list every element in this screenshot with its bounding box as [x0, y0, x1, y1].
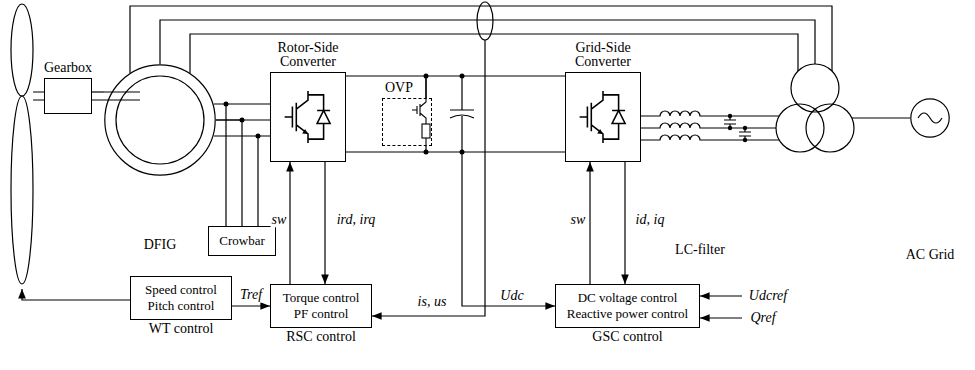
- signal-name: Udc: [499, 288, 524, 303]
- transformer-symbol: [776, 64, 910, 152]
- signal-name: is, us: [417, 294, 448, 309]
- signal-name: Udcref: [748, 288, 788, 303]
- dc-rail: [346, 76, 426, 98]
- part-name: WT control: [149, 322, 214, 337]
- transformer-symbol: [791, 64, 839, 112]
- part-name: LC-filter: [674, 242, 726, 257]
- crowbar-box: Crowbar: [208, 226, 276, 256]
- stator-wire: [130, 6, 832, 73]
- igbt-symbol: [285, 91, 331, 143]
- igbt-symbol: [580, 91, 626, 143]
- filter-capacitor: [724, 116, 736, 128]
- signal-name: id, iq: [635, 212, 666, 227]
- sine-symbol: [918, 113, 942, 123]
- part-name: GSC control: [592, 330, 662, 345]
- signal-name: Tref: [239, 287, 263, 302]
- gearbox-box: Gearbox: [44, 78, 92, 114]
- filter-capacitor: [724, 116, 751, 140]
- rotor-blade: [11, 4, 33, 284]
- rotor-wire: [214, 104, 270, 226]
- shaft: [33, 92, 140, 100]
- crowbar-wire: [216, 120, 242, 226]
- ovp-box: OVP: [382, 98, 432, 146]
- control-box: Speed controlPitch controlWT control: [130, 276, 232, 320]
- converter-box: Grid-Side Converter: [565, 72, 641, 162]
- part-name: RSC control: [286, 330, 356, 345]
- signal-name: Qref: [749, 310, 776, 325]
- generator-circle: DFIG: [104, 64, 216, 176]
- filter-inductor: [641, 123, 776, 128]
- dc-link: [450, 76, 474, 152]
- part-name: OVP: [385, 81, 413, 96]
- transformer-symbol: [852, 117, 910, 118]
- generator-circle: [105, 65, 215, 175]
- measurement-wire: [462, 152, 555, 306]
- box-text: Crowbar: [219, 233, 265, 249]
- current-sensor: [477, 2, 493, 40]
- measurement-wire: [700, 317, 742, 318]
- shaft: [33, 92, 140, 100]
- grid-source: [910, 98, 950, 138]
- control-box: Torque controlPF controlRSC control: [270, 284, 372, 328]
- rotor-blade: [11, 4, 33, 96]
- rotor-blade: [11, 96, 33, 284]
- box-text: Torque control: [283, 290, 360, 306]
- measurement-wire: [372, 40, 485, 316]
- filter-inductor: [641, 111, 779, 140]
- sine-symbol: [918, 113, 942, 123]
- junction-dot: [224, 102, 229, 107]
- junction-dot: [256, 134, 261, 139]
- signal-arrow: [289, 162, 290, 284]
- converter-box: Rotor-Side Converter: [270, 72, 346, 162]
- transformer-symbol: [806, 104, 854, 152]
- chopper-switch: [422, 124, 430, 138]
- part-name: Grid-Side Converter: [561, 41, 645, 70]
- current-sensor: [477, 2, 493, 40]
- filter-inductor: [641, 111, 779, 116]
- dc-rail: [426, 76, 565, 98]
- stator-wire: [130, 6, 832, 73]
- generator-circle: [104, 64, 216, 176]
- part-name: Rotor-Side Converter: [266, 41, 350, 70]
- junction-dot: [224, 74, 748, 155]
- dc-link: [346, 146, 565, 152]
- signal-arrow: [324, 162, 325, 284]
- box-text: PF control: [294, 306, 349, 322]
- chopper-switch: [412, 98, 426, 146]
- box-text: Speed control: [145, 282, 217, 298]
- generator-circle: [116, 76, 204, 164]
- box-text: Reactive power control: [567, 306, 688, 322]
- shaft-line: [92, 91, 104, 92]
- igbt-symbol: [285, 91, 625, 143]
- signal-arrow: [232, 305, 270, 306]
- measurement-wire: [22, 289, 130, 300]
- measurement-wire: [700, 295, 742, 296]
- signal-name: sw: [570, 212, 587, 227]
- filter-inductor: [641, 135, 779, 140]
- chopper-switch: [412, 98, 430, 146]
- control-box: DC voltage controlReactive power control…: [555, 284, 700, 328]
- dc-link: [346, 76, 565, 152]
- grid-source: [911, 99, 949, 137]
- box-text: Pitch control: [148, 298, 215, 314]
- part-name: AC Grid: [906, 248, 955, 263]
- grid-source: AC Grid: [910, 98, 950, 138]
- part-name: DFIG: [144, 238, 177, 253]
- signal-name: ird, irq: [336, 212, 377, 227]
- transformer-symbol: [776, 104, 824, 152]
- signal-arrow: [624, 162, 625, 284]
- rotor-wire: [214, 104, 270, 226]
- filter-capacitor: [739, 128, 751, 140]
- signal-arrow: [589, 162, 590, 284]
- signal-name: sw: [271, 212, 288, 227]
- part-name: Gearbox: [44, 61, 92, 76]
- box-text: DC voltage control: [578, 290, 678, 306]
